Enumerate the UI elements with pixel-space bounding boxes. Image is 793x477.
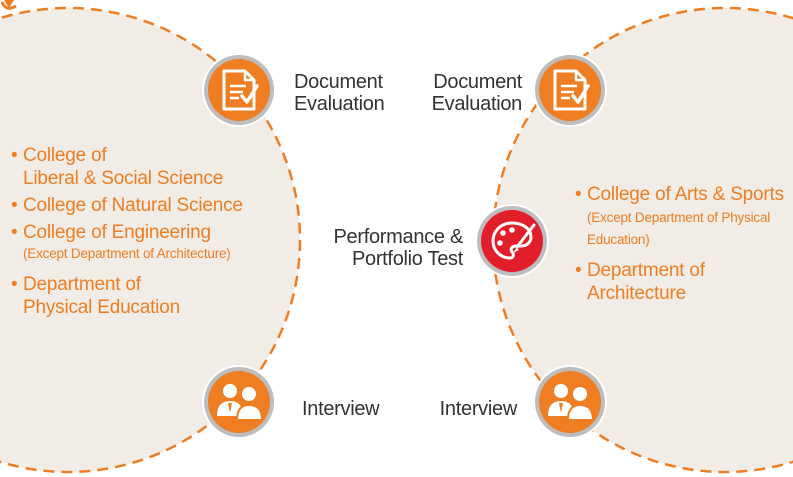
list-item-text: College of Engineering [23, 222, 211, 243]
corner-logo-icon [4, 0, 14, 8]
palette-brush-icon [475, 204, 549, 278]
left-dashed-arc [0, 6, 302, 474]
right-document-evaluation-label: Document Evaluation [431, 71, 523, 115]
left-college-list: • College of Liberal & Social Science • … [11, 144, 291, 319]
step-label-line: Portfolio Test [351, 248, 463, 270]
step-label-line: Performance & [333, 226, 464, 248]
people-icon [533, 365, 607, 439]
step-label-line: Interview [439, 398, 518, 420]
bullet-icon: • [11, 222, 18, 243]
list-item-text: College of [23, 145, 107, 166]
list-item: • Department of Architecture [575, 259, 793, 305]
list-item-text: College of Arts & Sports [587, 184, 784, 205]
right-interview-label: Interview [439, 398, 518, 420]
list-item-text: Department of [587, 260, 705, 281]
left-interview-label: Interview [302, 398, 380, 420]
step-label-line: Document [294, 71, 383, 93]
people-icon [202, 365, 276, 439]
performance-portfolio-test-label: Performance & Portfolio Test [334, 226, 464, 270]
step-label-line: Interview [302, 398, 380, 420]
bullet-icon: • [11, 145, 18, 166]
document-check-icon [202, 53, 276, 127]
list-item-text: Liberal & Social Science [23, 168, 224, 189]
bullet-icon: • [575, 184, 582, 205]
list-item: • College of Engineering (Except Departm… [11, 221, 291, 263]
step-label-line: Evaluation [431, 93, 523, 115]
list-item-note: (Except Department of Physical [587, 210, 771, 225]
step-label-line: Document [433, 71, 522, 93]
left-document-evaluation-label: Document Evaluation [294, 71, 385, 115]
document-check-icon [533, 53, 607, 127]
list-item: • College of Liberal & Social Science [11, 144, 291, 190]
list-item: • College of Natural Science [11, 194, 291, 217]
list-item-note: Education) [587, 232, 650, 247]
bullet-icon: • [575, 260, 582, 281]
list-item-text: Physical Education [23, 297, 180, 318]
bullet-icon: • [11, 195, 18, 216]
list-item-text: College of Natural Science [23, 195, 243, 216]
corner-logo-swoosh [0, 1, 17, 10]
list-item: • College of Arts & Sports (Except Depar… [575, 183, 793, 249]
list-item-text: Department of [23, 274, 141, 295]
list-item-text: Architecture [587, 283, 686, 304]
list-item-note: (Except Department of Architecture) [23, 246, 231, 261]
bullet-icon: • [11, 274, 18, 295]
step-label-line: Evaluation [294, 93, 385, 115]
right-college-list: • College of Arts & Sports (Except Depar… [575, 183, 793, 305]
list-item: • Department of Physical Education [11, 273, 291, 319]
